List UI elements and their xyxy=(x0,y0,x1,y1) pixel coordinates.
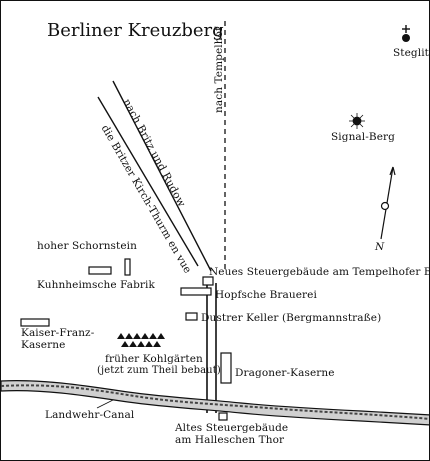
label-dragoner-kaserne: Dragoner-Kaserne xyxy=(235,367,335,379)
kuhnheim-box xyxy=(88,266,112,275)
signal-berg-symbol xyxy=(349,113,365,129)
label-altes-steuergebaeude-1: Altes Steuergebäude xyxy=(175,422,289,434)
label-nach-tempelhof: nach Tempelhof xyxy=(213,26,225,113)
kaiser-franz-box xyxy=(20,318,50,327)
neues-steuergebaeude-box xyxy=(202,276,214,286)
label-kohlgaerten-2: (jetzt zum Theil bebaut) xyxy=(97,365,221,376)
label-kaiser-franz-2: Kaserne xyxy=(21,339,66,351)
label-kuhnheim: Kuhnheimsche Fabrik xyxy=(37,279,155,291)
hopfsche-brauerei-box xyxy=(180,287,212,296)
map-title: Berliner Kreuzberg xyxy=(47,20,224,41)
canal-hatch xyxy=(1,384,429,420)
steglitz-church-symbol xyxy=(402,25,410,42)
north-arrow xyxy=(380,166,396,240)
keller-box xyxy=(185,312,198,321)
label-schornstein: hoher Schornstein xyxy=(37,240,137,252)
road-britz xyxy=(112,80,212,272)
label-hopfsche-brauerei: Hopfsche Brauerei xyxy=(215,289,317,301)
label-signal-berg: Signal-Berg xyxy=(331,131,395,143)
altes-steuergebaeude-box xyxy=(218,412,228,421)
canal-leader xyxy=(96,399,114,409)
label-steuergebaeude-neu: Neues Steuergebäude am Tempelhofer Berg xyxy=(209,266,430,278)
label-altes-steuergebaeude-2: am Halleschen Thor xyxy=(175,434,285,446)
schornstein-box xyxy=(124,258,131,276)
kohlgaerten-trees xyxy=(117,333,165,347)
road-kirchthurm xyxy=(97,96,199,267)
label-steglitz: Steglitz xyxy=(393,47,429,59)
label-kaiser-franz-1: Kaiser-Franz- xyxy=(21,327,95,339)
label-kohlgaerten-1: früher Kohlgärten xyxy=(105,353,203,365)
label-keller: Dustrer Keller (Bergmannstraße) xyxy=(201,312,382,324)
dragoner-kaserne-box xyxy=(220,352,232,384)
label-landwehr-canal: Landwehr-Canal xyxy=(45,409,135,421)
label-north: N xyxy=(375,241,385,253)
